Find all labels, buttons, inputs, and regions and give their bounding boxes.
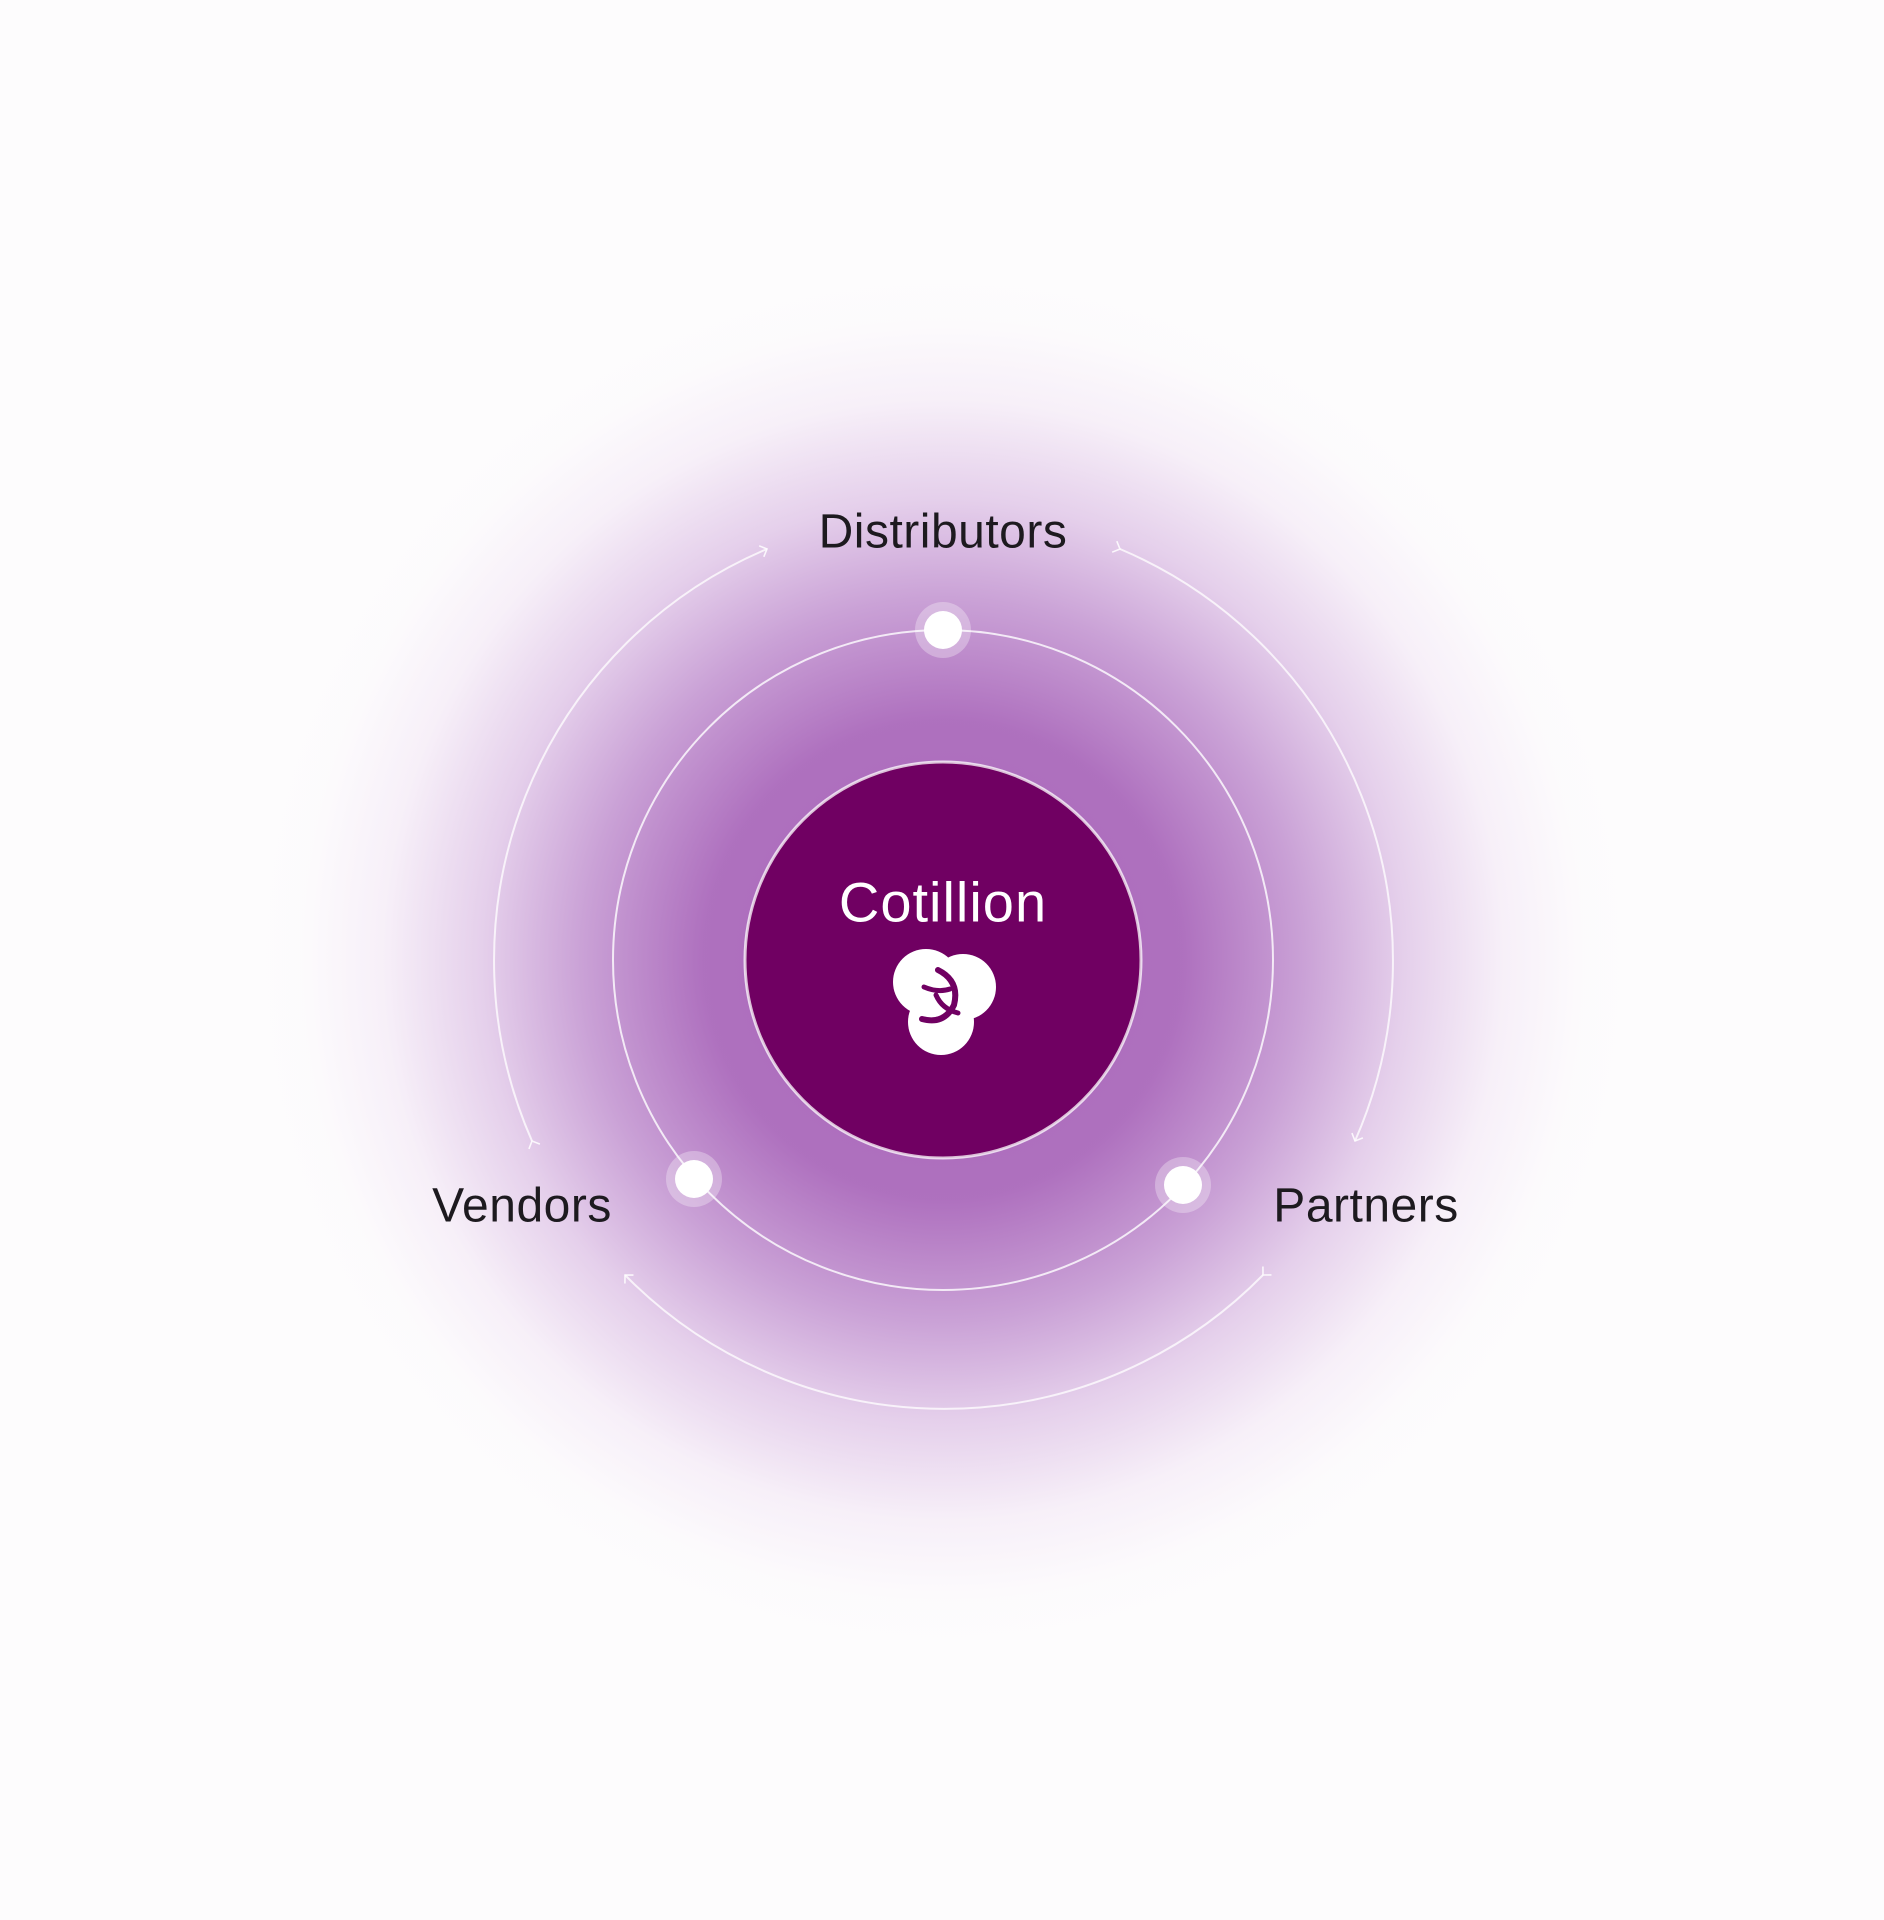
node-dot-distributors <box>915 602 971 658</box>
center-title: Cotillion <box>838 870 1048 934</box>
node-dot-partners <box>1155 1157 1211 1213</box>
flow-arc-distributors-to-partners <box>1111 540 1394 1143</box>
flow-arc-vendors-to-distributors <box>493 545 769 1150</box>
node-dot-vendors <box>666 1151 722 1207</box>
node-label-partners: Partners <box>1273 1179 1459 1233</box>
three-circles-logo-icon <box>893 949 996 1055</box>
node-label-distributors: Distributors <box>818 505 1068 559</box>
flow-arc-partners-to-vendors <box>624 1266 1272 1410</box>
node-label-vendors: Vendors <box>432 1179 612 1233</box>
